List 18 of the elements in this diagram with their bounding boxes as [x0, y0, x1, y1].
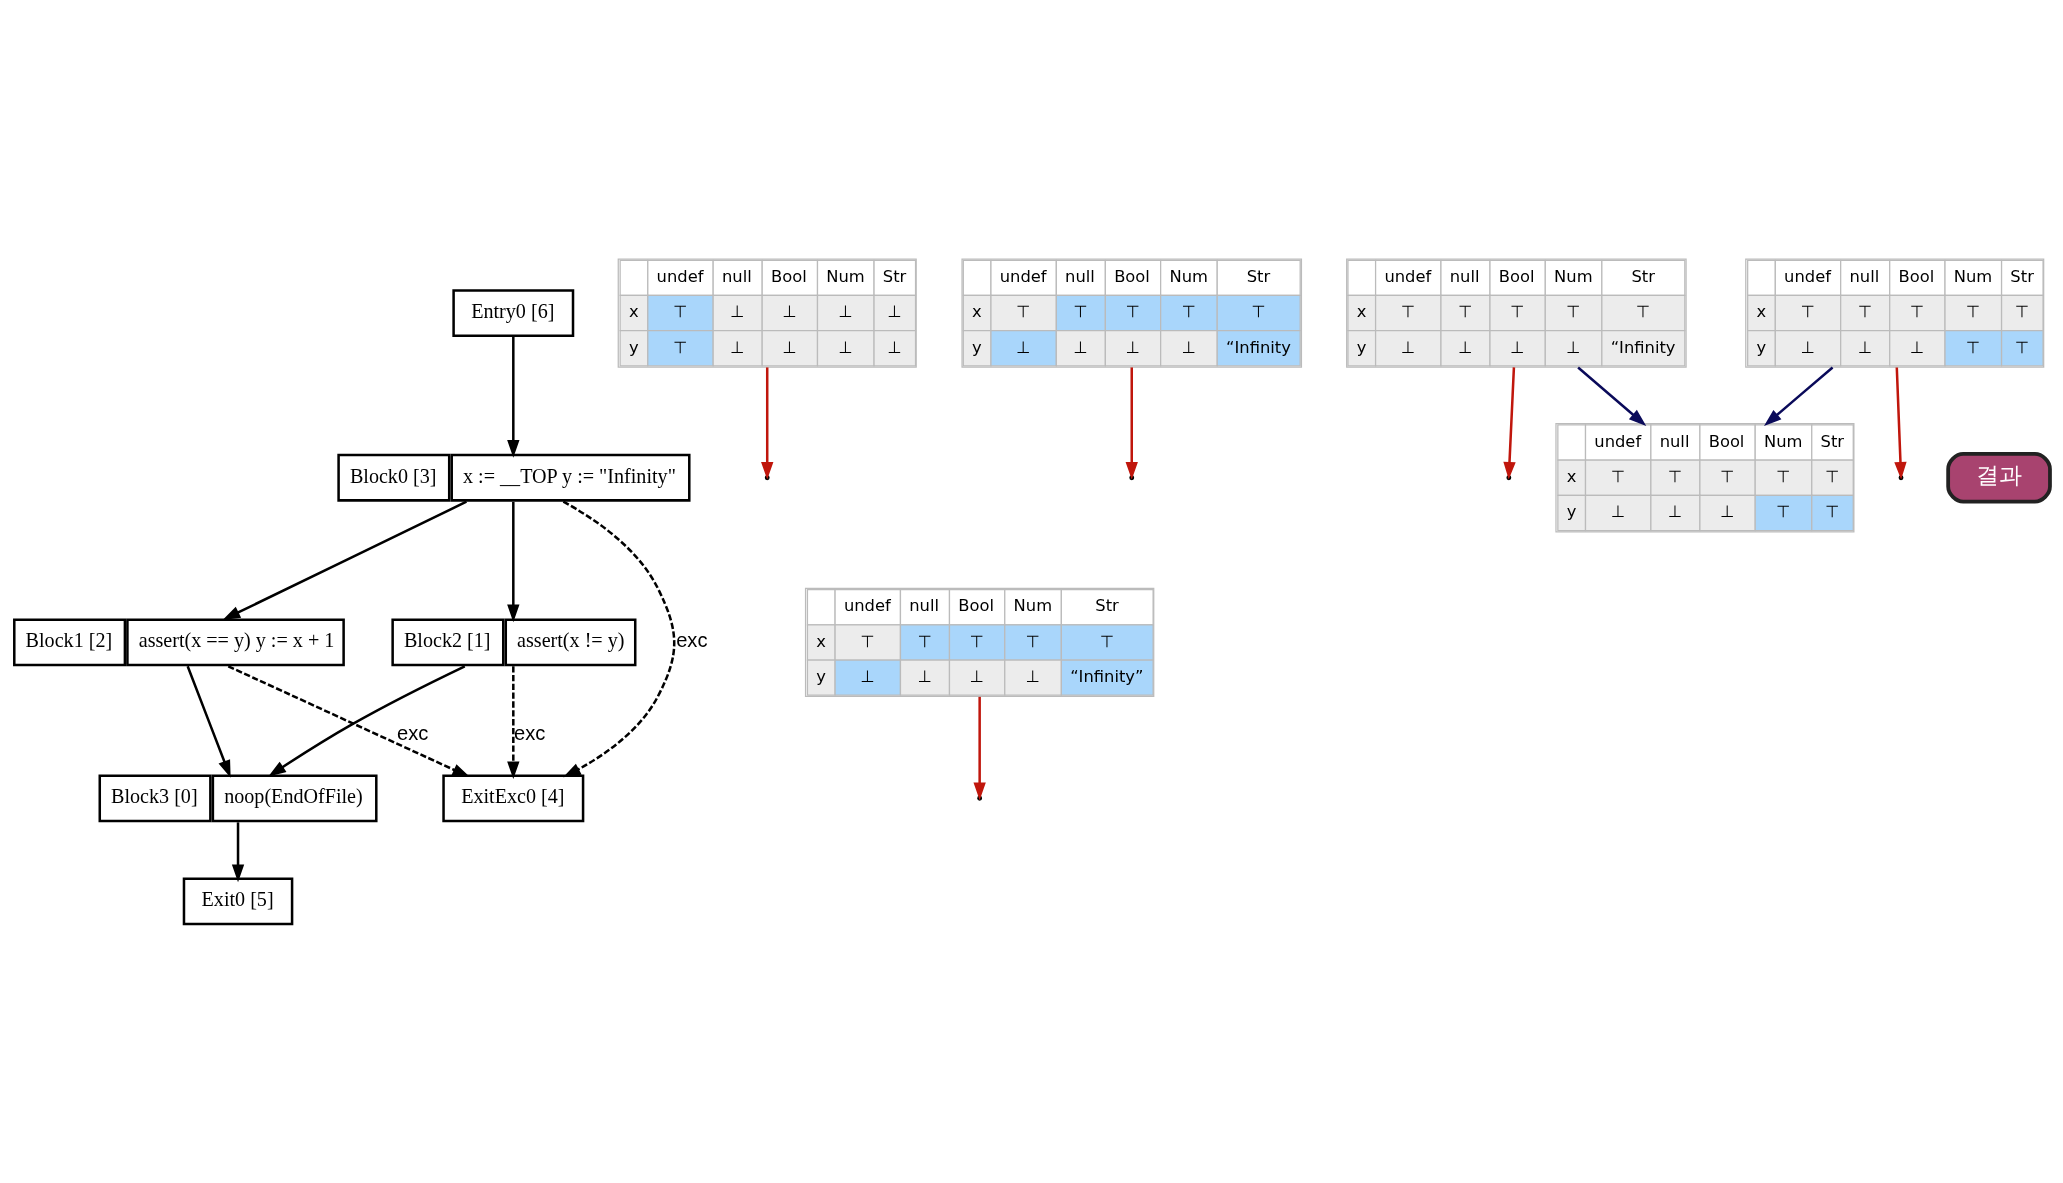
arrow — [507, 666, 520, 780]
arrow — [507, 501, 520, 623]
arrow — [231, 822, 245, 883]
arrow — [186, 665, 231, 778]
edge-label: exc — [514, 722, 546, 745]
arrow — [562, 500, 676, 778]
node-box: ExitExc0 [4] — [442, 774, 585, 823]
arrow — [507, 335, 520, 458]
arrow — [1577, 366, 1647, 427]
arrow — [1764, 366, 1834, 426]
arrow — [227, 665, 470, 778]
edge-label: exc — [397, 722, 429, 745]
node-box: Exit0 [5] — [182, 877, 294, 926]
arrow — [222, 500, 467, 620]
arrow — [268, 665, 466, 777]
edge-label: exc — [676, 629, 708, 652]
node-box: Entry0 [6] — [452, 289, 575, 337]
node-box: 결과 — [1946, 451, 2052, 504]
